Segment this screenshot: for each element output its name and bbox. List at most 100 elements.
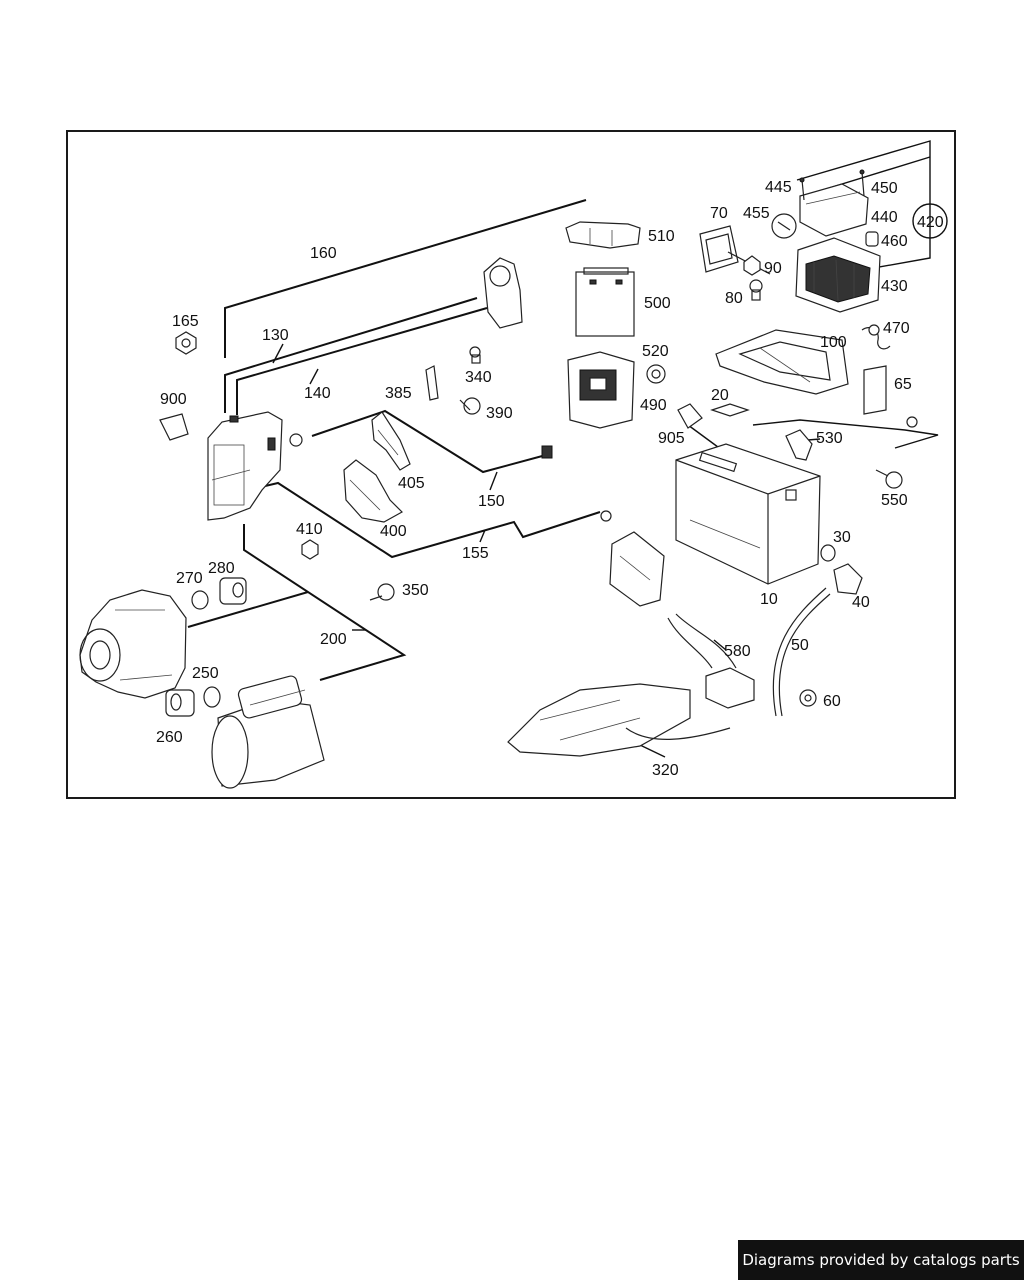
leader-580 (713, 639, 727, 651)
callout-410: 410 (296, 521, 323, 538)
leader-320 (639, 744, 666, 758)
part-cap-460 (865, 231, 879, 247)
part-cover-510 (565, 221, 641, 249)
callout-490: 490 (640, 397, 667, 414)
callout-400: 400 (380, 523, 407, 540)
callout-280: 280 (208, 560, 235, 577)
part-cap-30 (820, 544, 836, 562)
part-tray-100 (715, 329, 849, 395)
cable-200 (243, 524, 407, 681)
part-bracket-405 (371, 411, 411, 471)
part-clamp-530 (785, 429, 813, 461)
callout-165: 165 (172, 313, 199, 330)
callout-530: 530 (816, 430, 843, 447)
part-lugs (289, 416, 918, 522)
cable-140 (236, 307, 488, 415)
part-box-430 (795, 237, 881, 313)
callout-80: 80 (725, 290, 743, 307)
callout-70: 70 (710, 205, 728, 222)
part-battery-500 (575, 267, 635, 337)
part-bolt-550 (875, 469, 903, 489)
callout-390: 390 (486, 405, 513, 422)
callout-320: 320 (652, 762, 679, 779)
callout-130: 130 (262, 327, 289, 344)
part-elbow-40 (833, 563, 863, 595)
callout-10: 10 (760, 591, 778, 608)
cable-155 (247, 481, 601, 559)
callout-90: 90 (764, 260, 782, 277)
footer-credit-badge: Diagrams provided by catalogs parts (738, 1240, 1024, 1280)
callout-405: 405 (398, 475, 425, 492)
callout-905: 905 (658, 430, 685, 447)
callout-385: 385 (385, 385, 412, 402)
callout-550: 550 (881, 492, 908, 509)
part-relay-490 (567, 351, 635, 429)
callout-250: 250 (192, 665, 219, 682)
callout-420-circle (912, 203, 948, 239)
part-nut-90 (743, 255, 761, 276)
cable-200-branch (187, 591, 309, 628)
leader-130 (272, 343, 284, 364)
part-pad-20 (710, 403, 750, 417)
callout-100: 100 (820, 334, 847, 351)
callout-270: 270 (176, 570, 203, 587)
leader-150 (489, 471, 498, 491)
callout-420: 420 (917, 214, 944, 231)
callout-900: 900 (160, 391, 187, 408)
parts-diagram-frame: 160 165 130 140 900 385 340 390 405 150 … (66, 130, 956, 799)
part-sensor-top (483, 257, 523, 329)
part-washer-520 (646, 364, 666, 384)
part-screws-445-450 (799, 169, 865, 201)
callout-510: 510 (648, 228, 675, 245)
part-hose-470 (861, 324, 891, 350)
callout-450: 450 (871, 180, 898, 197)
callout-430: 430 (881, 278, 908, 295)
part-wrench-455 (771, 213, 797, 239)
cable-530 (752, 419, 939, 449)
part-bracket-400 (343, 459, 403, 523)
callout-200: 200 (320, 631, 347, 648)
leader-lines (272, 343, 821, 758)
callout-445: 445 (765, 179, 792, 196)
callout-40: 40 (852, 594, 870, 611)
leader-155 (479, 529, 486, 543)
callout-155: 155 (462, 545, 489, 562)
callout-260: 260 (156, 729, 183, 746)
part-bushes-250-260 (165, 686, 221, 717)
part-fuse-box-900 (207, 411, 283, 521)
callout-440: 440 (871, 209, 898, 226)
part-plate-155 (609, 531, 665, 607)
callout-455: 455 (743, 205, 770, 222)
part-grommet-60 (799, 689, 817, 707)
cable-130 (224, 297, 478, 413)
leader-530 (807, 438, 821, 441)
callout-labels: 160 165 130 140 900 385 340 390 405 150 … (156, 179, 948, 779)
callout-470: 470 (883, 320, 910, 337)
part-starter-motor (211, 675, 325, 789)
leader-140 (309, 368, 319, 385)
cable-160 (224, 199, 587, 358)
part-tag-905 (677, 403, 703, 429)
footer-credit-text: Diagrams provided by catalogs parts (742, 1251, 1020, 1269)
part-bolt-340 (469, 346, 481, 364)
part-clip-385 (425, 365, 439, 401)
callout-340: 340 (465, 369, 492, 386)
callout-350: 350 (402, 582, 429, 599)
part-tag-900 (159, 413, 189, 441)
part-nut-410 (301, 539, 319, 560)
part-module-580 (667, 613, 755, 709)
part-holder-70 (699, 225, 771, 275)
part-cover-440 (799, 183, 869, 237)
callout-520: 520 (642, 343, 669, 360)
part-alternator (79, 589, 187, 699)
parts-diagram: 160 165 130 140 900 385 340 390 405 150 … (79, 140, 948, 789)
callout-20: 20 (711, 387, 729, 404)
callout-65: 65 (894, 376, 912, 393)
callout-150: 150 (478, 493, 505, 510)
cable-150 (311, 409, 547, 474)
callout-140: 140 (304, 385, 331, 402)
callout-30: 30 (833, 529, 851, 546)
part-bolt-350 (369, 583, 395, 601)
callout-580: 580 (724, 643, 751, 660)
part-hose-50 (772, 587, 831, 717)
